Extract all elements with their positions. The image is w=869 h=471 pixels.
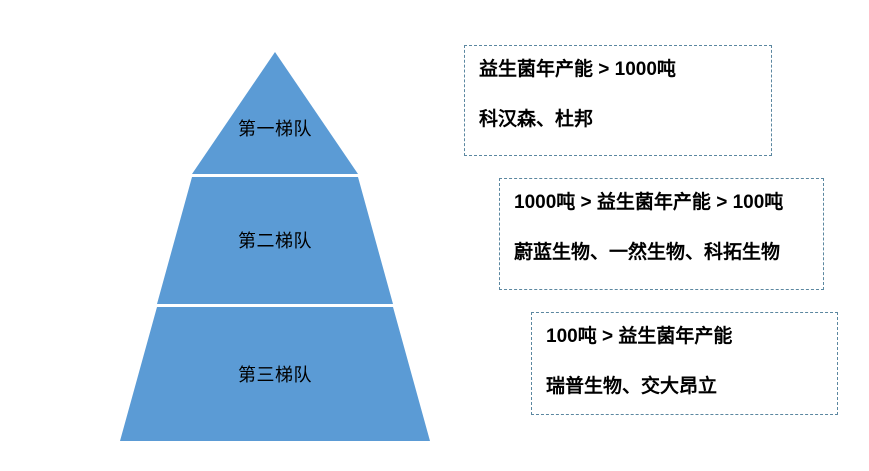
pyramid-tier-1-label: 第一梯队 [238, 119, 312, 140]
callout-box-tier-1[interactable]: 益生菌年产能 > 1000吨 科汉森、杜邦 [464, 45, 772, 156]
callout-1-companies: 科汉森、杜邦 [479, 108, 594, 130]
callout-box-tier-3[interactable]: 100吨 > 益生菌年产能 瑞普生物、交大昂立 [531, 312, 838, 415]
callout-1-criteria: 益生菌年产能 > 1000吨 [479, 59, 676, 80]
pyramid-shape [120, 52, 430, 441]
callout-3-companies: 瑞普生物、交大昂立 [546, 375, 718, 397]
pyramid-tier-1-shape[interactable] [192, 52, 358, 174]
pyramid-tier-3-label: 第三梯队 [238, 365, 312, 386]
callout-box-tier-2[interactable]: 1000吨 > 益生菌年产能 > 100吨 蔚蓝生物、一然生物、科拓生物 [499, 178, 824, 290]
pyramid-tier-2-shape[interactable] [157, 177, 393, 304]
callout-2-companies: 蔚蓝生物、一然生物、科拓生物 [514, 241, 781, 263]
callout-3-criteria: 100吨 > 益生菌年产能 [546, 326, 733, 347]
pyramid-diagram[interactable]: 第一梯队 第二梯队 第三梯队 [0, 0, 560, 471]
pyramid-tier-2-label: 第二梯队 [238, 231, 312, 252]
callout-2-criteria: 1000吨 > 益生菌年产能 > 100吨 [514, 192, 784, 213]
pyramid-tier-3-shape[interactable] [120, 307, 430, 441]
